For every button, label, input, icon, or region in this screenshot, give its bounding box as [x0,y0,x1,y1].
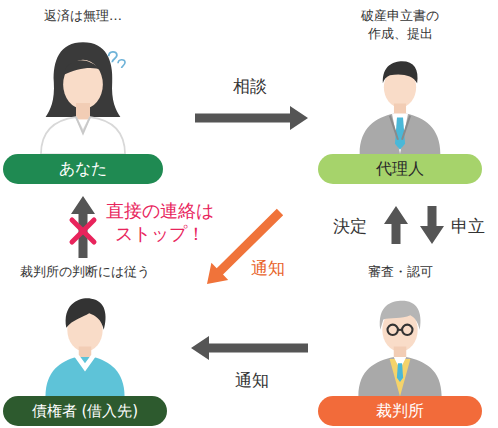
person-node: 審査・認可 裁判所 [318,262,482,426]
edge-label: 申立 [448,215,488,237]
avatar-area [3,282,167,396]
edge-label: 決定 [330,215,370,237]
name-band: あなた [3,154,163,184]
edge-label: 通知 [232,369,272,391]
node-heading: 返済は無理… [42,6,124,26]
node-heading: 審査・認可 [366,262,435,282]
node-heading: 裁判所の判断には従う [18,262,152,282]
arrow-connector [191,336,308,360]
node-heading: 破産申立書の 作成、提出 [356,6,444,43]
name-band: 裁判所 [318,396,482,426]
person-node: 返済は無理… あなた [3,6,163,184]
arrow-connector [71,196,95,258]
cross-mark [72,220,94,242]
creditor-avatar [3,282,167,396]
edge-label: 通知 [248,257,288,279]
edge-label: 相談 [230,75,270,97]
avatar-area [318,282,482,396]
edge-label: 直接の連絡は ストップ！ [98,199,222,246]
agent-avatar [318,43,482,154]
arrow-connector [195,106,308,130]
name-band: 債権者 (借入先) [3,396,167,426]
avatar-area [318,43,482,154]
avatar-area [3,26,163,154]
name-band: 代理人 [318,154,482,184]
person-node: 破産申立書の 作成、提出 代理人 [318,6,482,184]
person-node: 裁判所の判断には従う 債権者 (借入先) [3,262,167,426]
judge-avatar [318,282,482,396]
arrow-connector [420,206,444,244]
arrow-connector [384,206,408,244]
woman-avatar [3,26,163,154]
